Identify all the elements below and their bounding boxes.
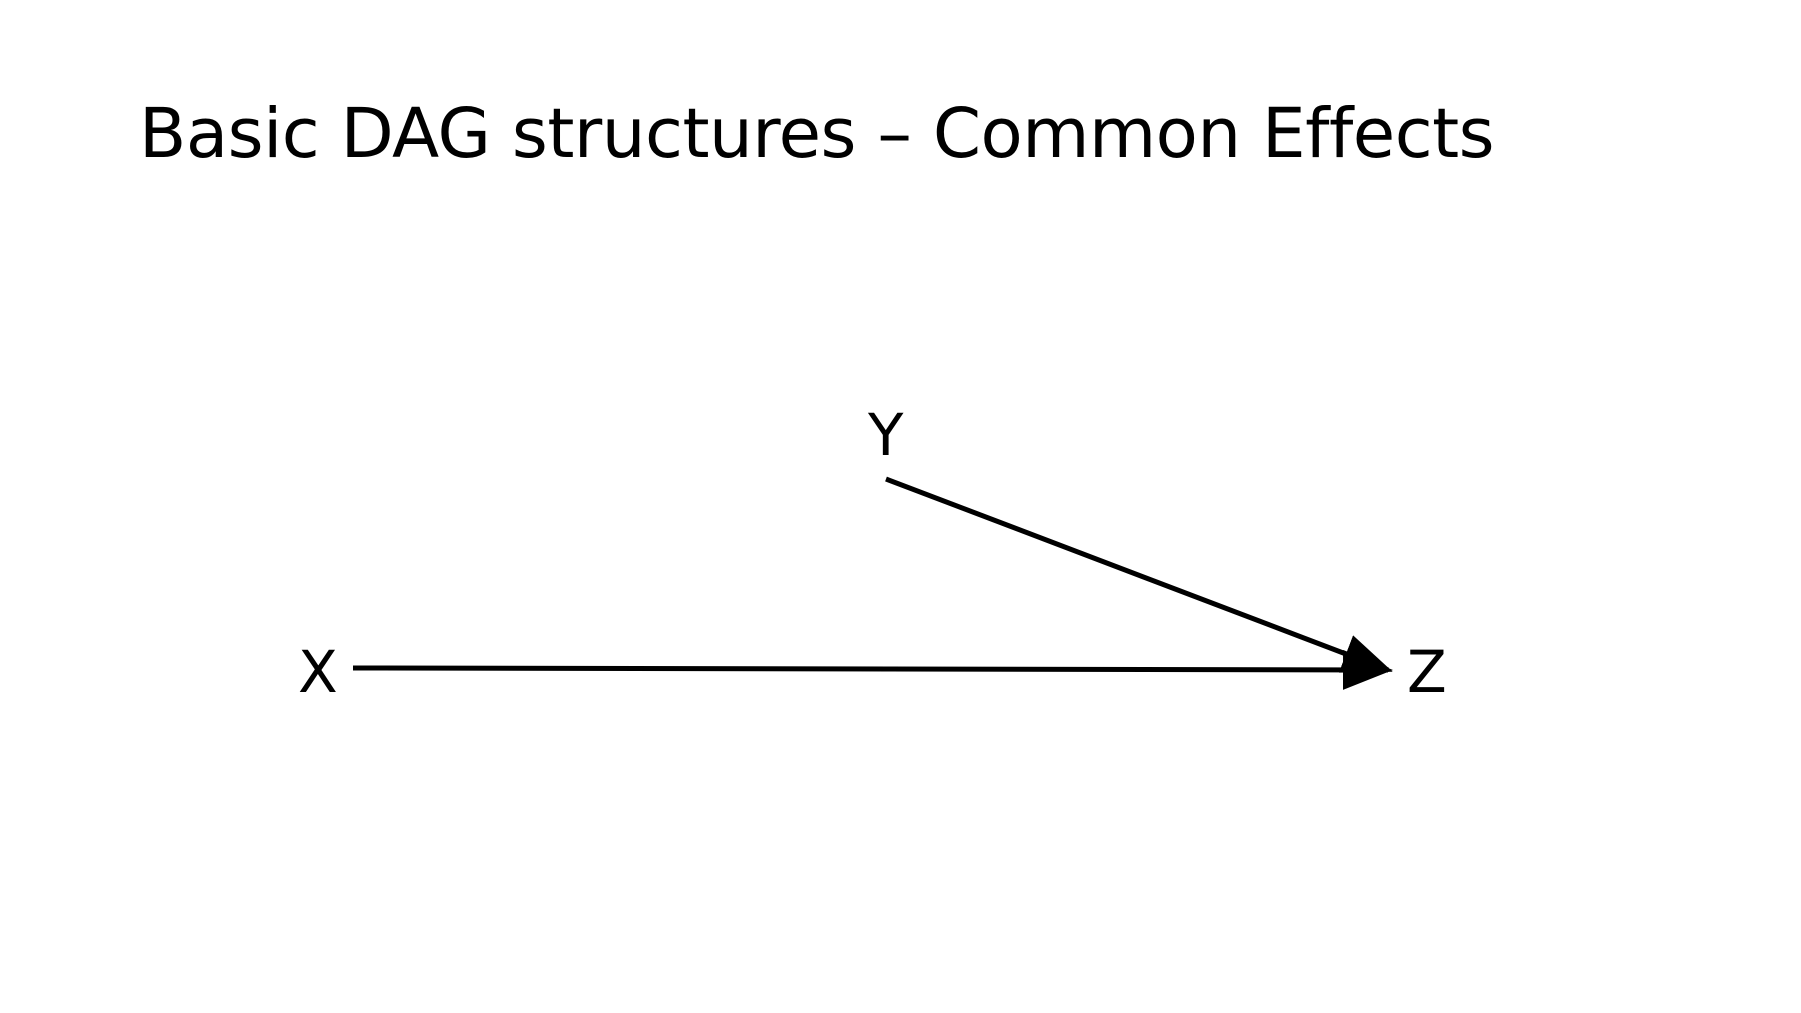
node-z: Z bbox=[1407, 638, 1447, 706]
node-x: X bbox=[298, 638, 338, 706]
edge-y-to-z bbox=[885, 476, 1393, 673]
edge-x-to-z bbox=[352, 649, 1393, 690]
node-y: Y bbox=[867, 401, 904, 469]
slide-title: Basic DAG structures – Common Effects bbox=[139, 94, 1495, 174]
